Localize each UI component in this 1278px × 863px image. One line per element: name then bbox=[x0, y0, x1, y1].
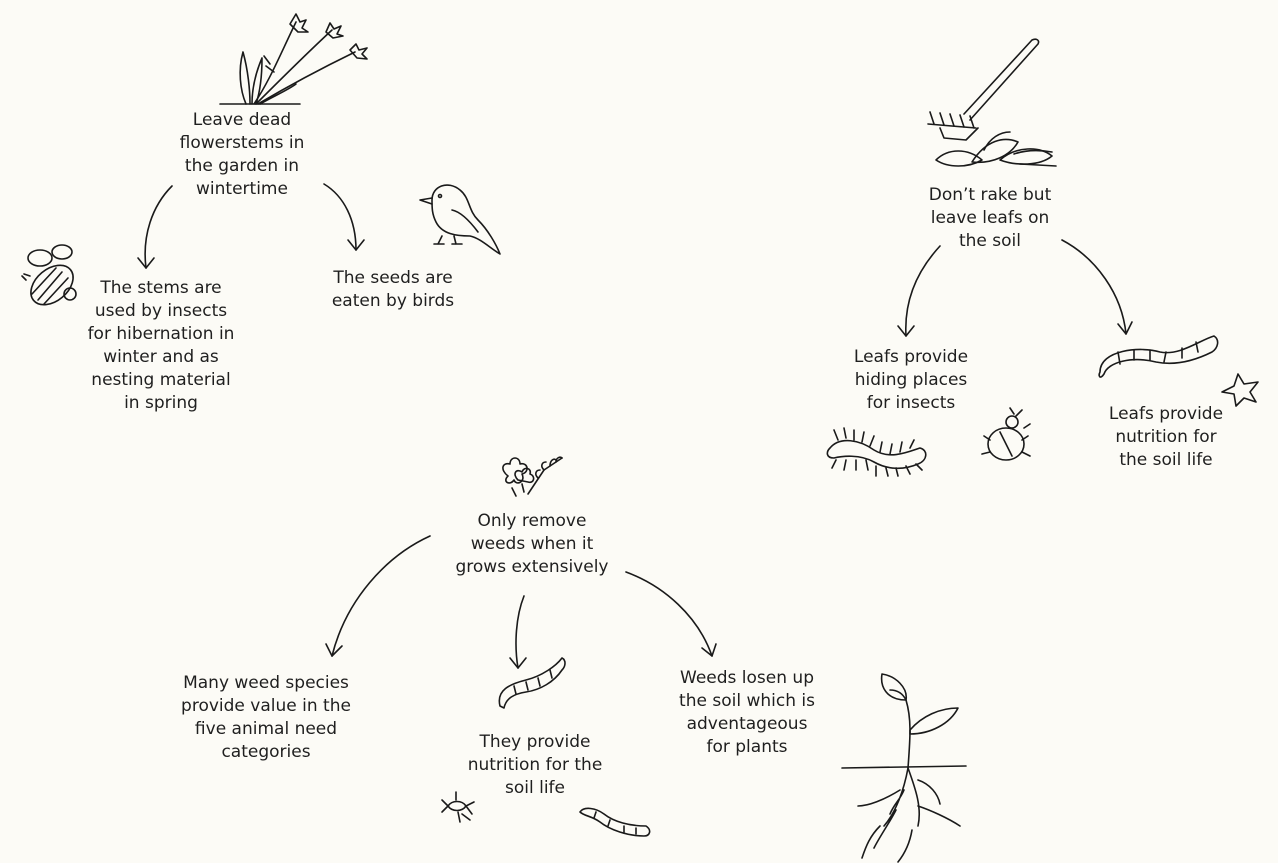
flowerstems-birds-text: The seeds are eaten by birds bbox=[310, 267, 476, 313]
arrow-to-weed-loosen bbox=[626, 572, 716, 656]
weeds-main-text: Only remove weeds when it grows extensiv… bbox=[436, 510, 628, 579]
sprout-icon bbox=[842, 674, 966, 862]
leaves-hiding-text: Leafs provide hiding places for insects bbox=[826, 346, 996, 415]
arrow-to-weed-nutrition bbox=[510, 596, 526, 668]
leaves-main-text: Don’t rake but leave leafs on the soil bbox=[904, 184, 1076, 253]
flowerstems-main-text: Leave dead flowerstems in the garden in … bbox=[162, 109, 322, 201]
flowerstems-insects-text: The stems are used by insects for hibern… bbox=[60, 277, 262, 415]
arrow-to-hiding bbox=[898, 246, 940, 336]
rake-icon bbox=[928, 39, 1039, 140]
worm-icon bbox=[1099, 336, 1217, 377]
bird-icon bbox=[420, 185, 500, 254]
dead-flowerstems-icon bbox=[220, 14, 367, 104]
arrow-to-weed-value bbox=[326, 536, 430, 656]
weeds-value-text: Many weed species provide value in the f… bbox=[162, 672, 370, 764]
weeds-loosen-text: Weeds losen up the soil which is adventa… bbox=[656, 667, 838, 759]
centipede-icon bbox=[827, 428, 925, 476]
weeds-nutrition-text: They provide nutrition for the soil life bbox=[448, 731, 622, 800]
worm-icon bbox=[499, 658, 565, 708]
worm-icon bbox=[580, 808, 650, 836]
leaf-pile-icon bbox=[936, 132, 1056, 166]
beetle-icon bbox=[982, 408, 1030, 460]
weed-flowers-icon bbox=[503, 457, 562, 496]
leaves-nutrition-text: Leafs provide nutrition for the soil lif… bbox=[1084, 403, 1248, 472]
star-leaf-icon bbox=[1222, 374, 1258, 406]
arrow-to-birds bbox=[324, 184, 364, 250]
arrow-to-leaf-nutrition bbox=[1062, 240, 1132, 334]
